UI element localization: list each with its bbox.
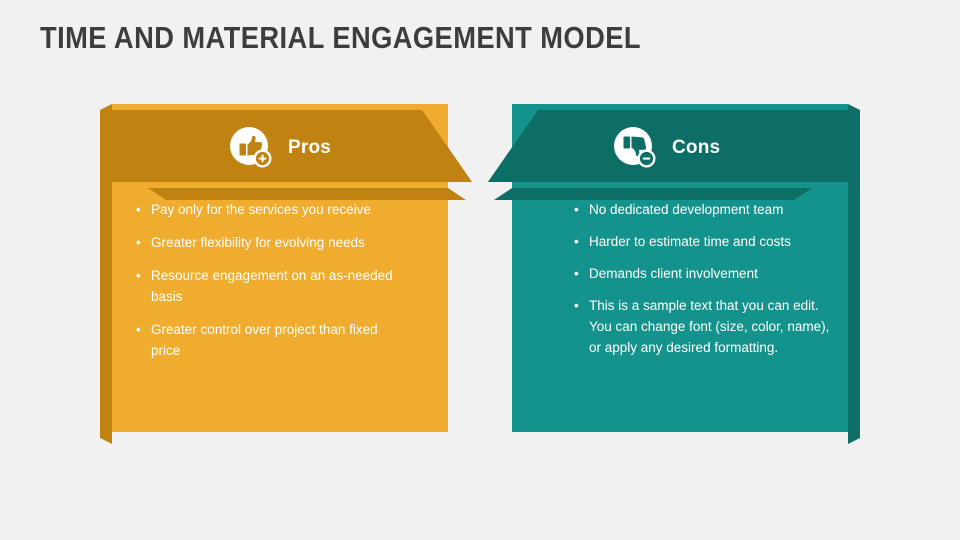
bullet-glyph: • [574, 265, 579, 281]
pros-header-tail [422, 110, 472, 182]
list-item-text: Harder to estimate time and costs [589, 233, 791, 249]
pros-left-fold [100, 104, 112, 444]
list-item-text: Pay only for the services you receive [151, 202, 371, 217]
cons-header-tail [488, 110, 538, 182]
bullet-glyph: • [136, 234, 141, 250]
thumbs-down-minus-icon [612, 125, 658, 171]
pros-header-row: Pros [228, 118, 331, 178]
pros-header-stripe [148, 188, 466, 200]
list-item-text: This is a sample text that you can edit.… [589, 297, 830, 355]
list-item-text: Resource engagement on an as-needed basi… [151, 267, 393, 304]
list-item-text: Greater control over project than fixed … [151, 321, 378, 358]
list-item: • No dedicated development team [574, 200, 842, 221]
list-item-text: Demands client involvement [589, 265, 758, 281]
pros-label: Pros [288, 137, 332, 158]
cons-body-lower [512, 200, 848, 432]
list-item-text: Greater flexibility for evolving needs [151, 234, 365, 250]
bullet-glyph: • [574, 297, 579, 313]
list-item: • Greater control over project than fixed… [136, 320, 404, 362]
pros-header-band [100, 110, 472, 182]
list-item: • Resource engagement on an as-needed bas… [136, 266, 404, 308]
list-item: • This is a sample text that you can edit… [574, 296, 842, 359]
pros-card[interactable]: Pros • Pay only for the services you rece… [100, 104, 472, 444]
bullet-glyph: • [136, 321, 141, 337]
cons-header-stripe [494, 188, 812, 200]
pros-body-lower [112, 200, 448, 432]
pros-card-shape [100, 104, 472, 444]
list-item: • Harder to estimate time and costs [574, 232, 842, 253]
cons-label: Cons [672, 137, 721, 158]
page-title: TIME AND MATERIAL ENGAGEMENT MODEL [40, 20, 641, 55]
cons-card-shape [488, 104, 860, 444]
list-item: • Greater flexibility for evolving needs [136, 233, 404, 254]
list-item-text: No dedicated development team [589, 202, 784, 217]
pros-body-gap-top [112, 182, 448, 188]
cons-card[interactable]: Cons • No dedicated development team • Har… [488, 104, 860, 444]
bullet-glyph: • [574, 202, 579, 217]
cons-right-fold [848, 104, 860, 444]
cons-header-band [488, 110, 860, 182]
cons-header-row: Cons [612, 118, 720, 178]
thumbs-up-plus-icon [228, 125, 274, 171]
list-item: • Demands client involvement [574, 264, 842, 285]
bullet-glyph: • [136, 267, 141, 283]
cons-bullet-list: • No dedicated development team • Harder t… [574, 200, 842, 370]
pros-bullet-list: • Pay only for the services you receive •… [136, 200, 404, 374]
bullet-glyph: • [136, 202, 141, 217]
bullet-glyph: • [574, 233, 579, 249]
list-item: • Pay only for the services you receive [136, 200, 404, 221]
cons-body-gap-top [512, 182, 848, 188]
